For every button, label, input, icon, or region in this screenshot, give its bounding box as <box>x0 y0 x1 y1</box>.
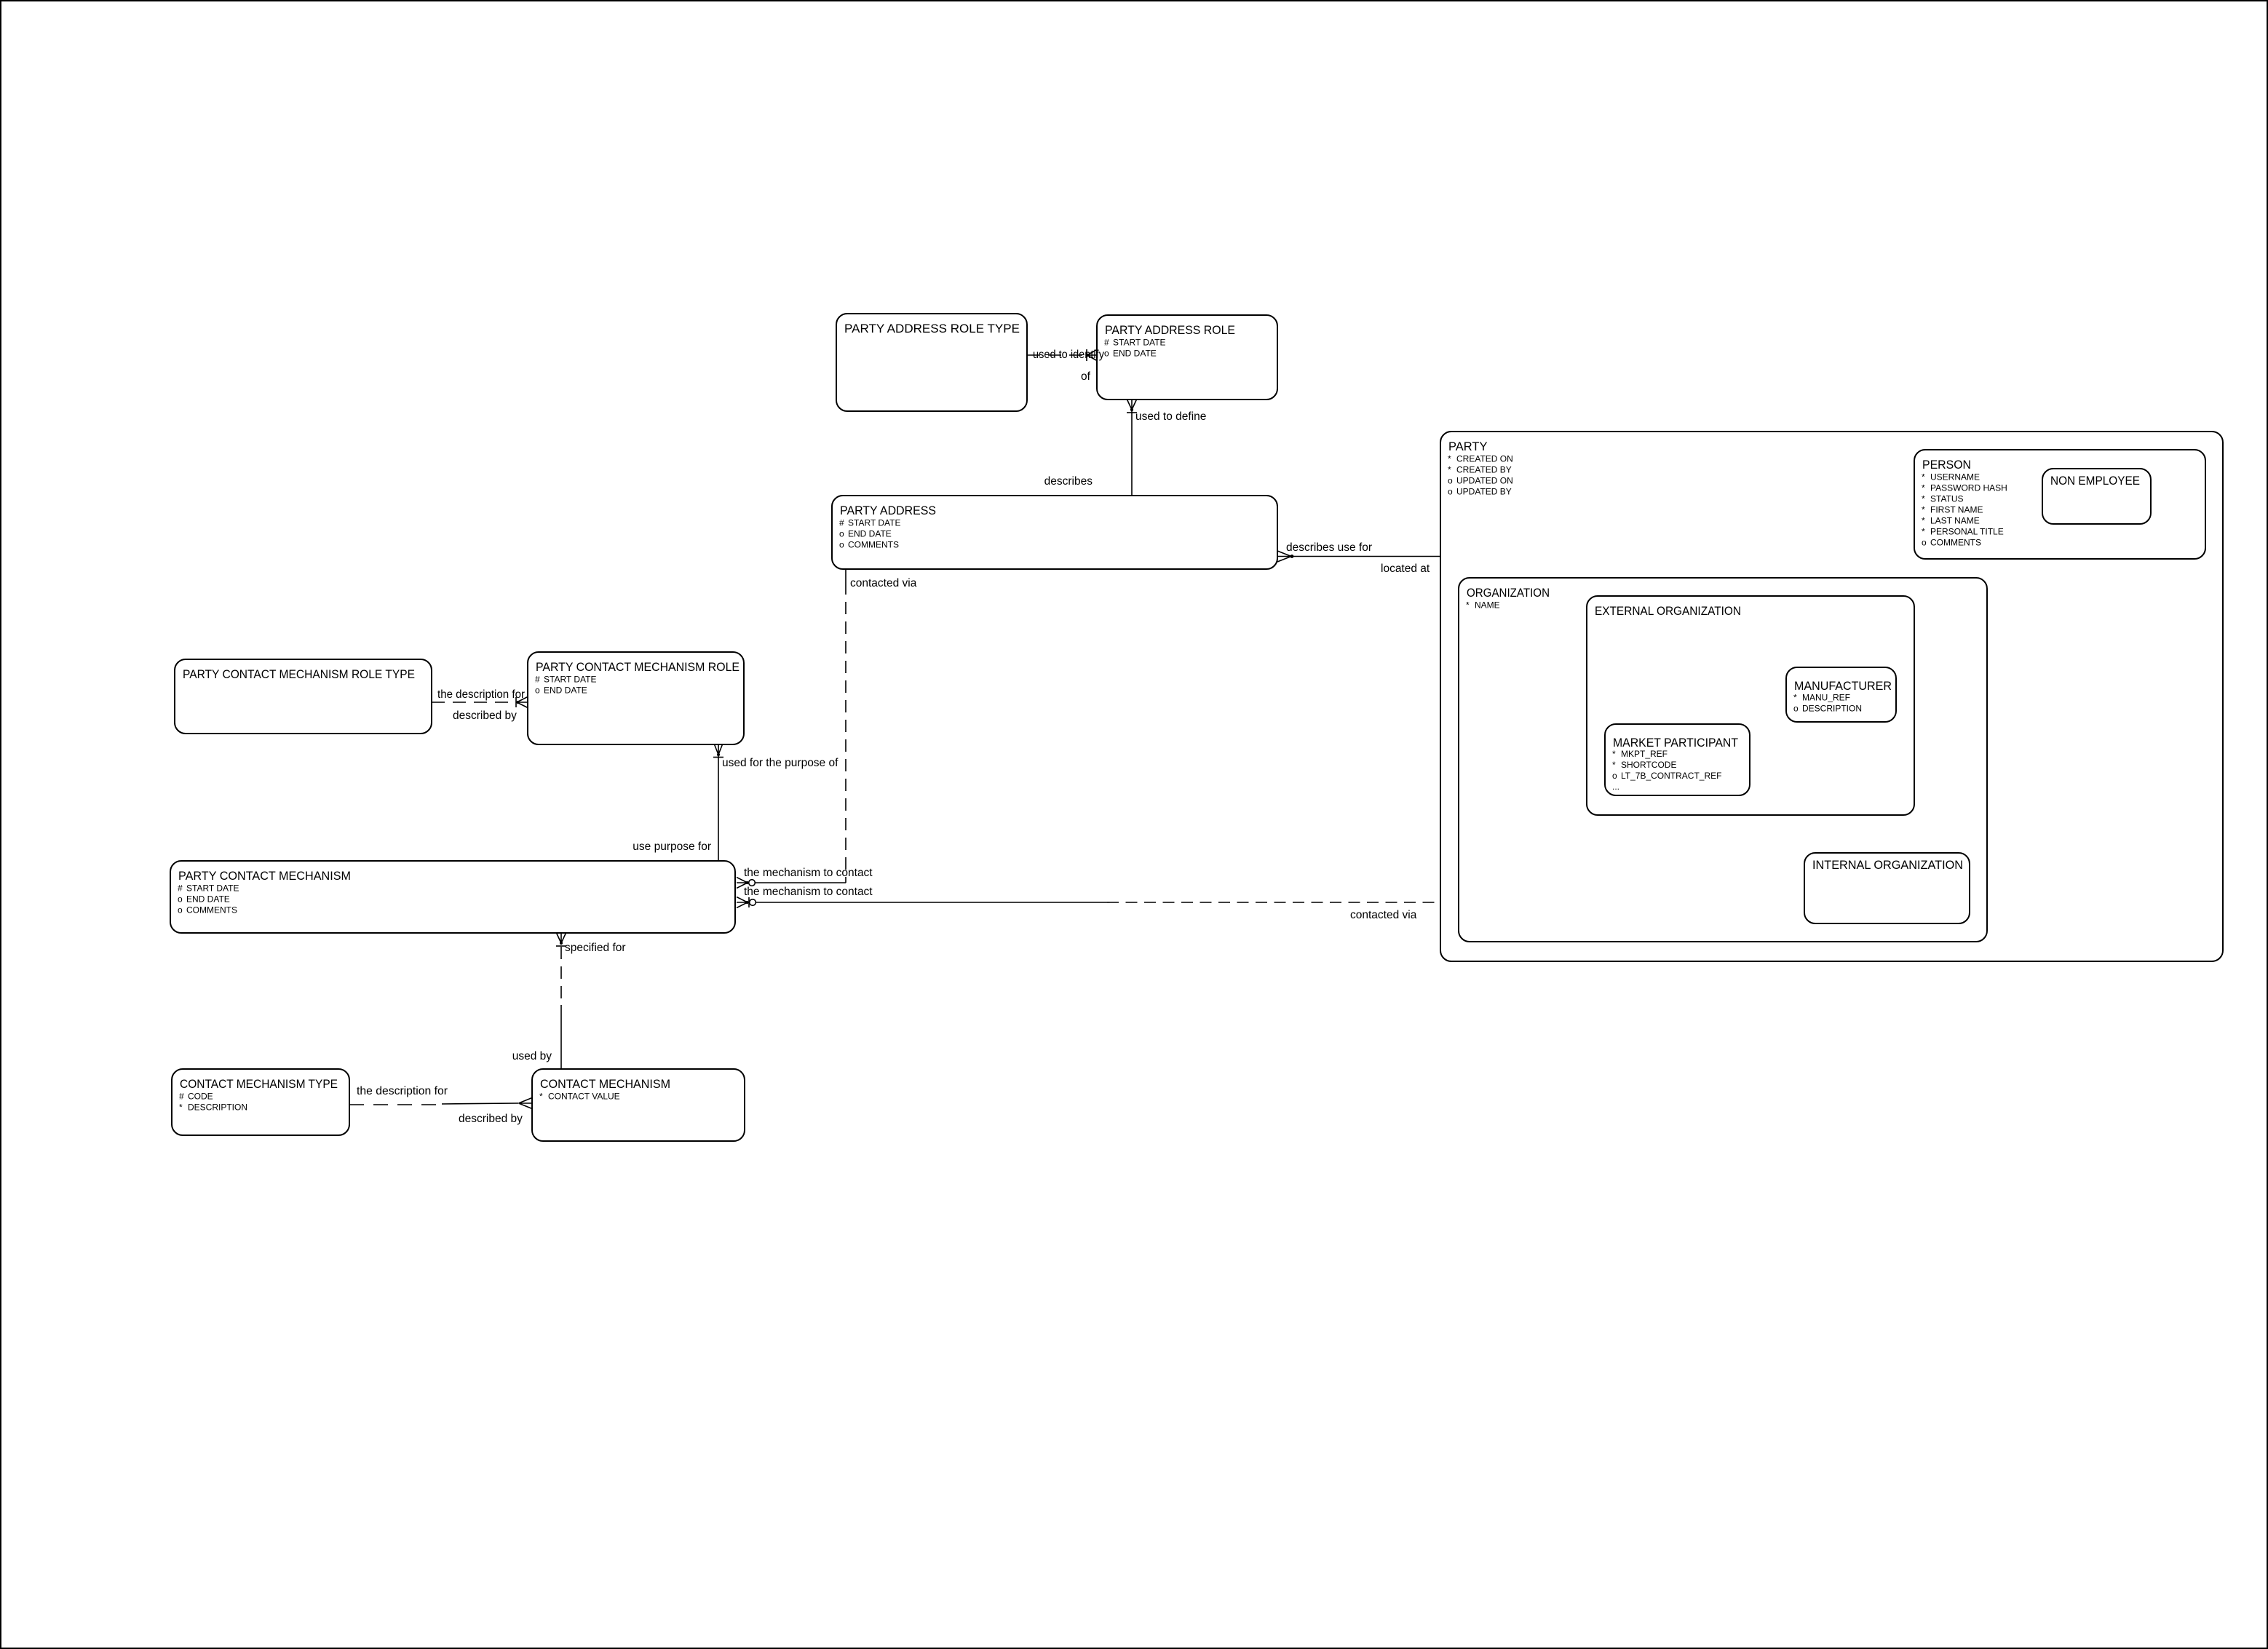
svg-text:STATUS: STATUS <box>1930 494 1964 504</box>
svg-text:END DATE: END DATE <box>186 894 230 905</box>
svg-text:o: o <box>1104 349 1109 359</box>
svg-text:described by: described by <box>459 1113 523 1125</box>
svg-text:ORGANIZATION: ORGANIZATION <box>1467 587 1550 600</box>
svg-text:o: o <box>178 894 183 905</box>
svg-text:START DATE: START DATE <box>544 675 596 685</box>
svg-text:o: o <box>1922 538 1927 548</box>
svg-text:NON EMPLOYEE: NON EMPLOYEE <box>2050 474 2140 488</box>
svg-text:*: * <box>1922 483 1925 493</box>
svg-text:*: * <box>1793 693 1797 703</box>
svg-text:COMMENTS: COMMENTS <box>848 540 899 550</box>
svg-text:DESCRIPTION: DESCRIPTION <box>188 1102 247 1113</box>
svg-text:NAME: NAME <box>1475 600 1500 611</box>
svg-text:START DATE: START DATE <box>848 518 900 528</box>
svg-text:use purpose for: use purpose for <box>633 841 711 853</box>
svg-text:UPDATED ON: UPDATED ON <box>1456 476 1513 486</box>
svg-text:CONTACT VALUE: CONTACT VALUE <box>548 1092 620 1102</box>
svg-text:o: o <box>839 540 844 550</box>
svg-text:END DATE: END DATE <box>1113 349 1157 359</box>
svg-text:describes: describes <box>1044 475 1093 488</box>
svg-text:PARTY CONTACT MECHANISM: PARTY CONTACT MECHANISM <box>178 870 351 883</box>
svg-text:used by: used by <box>512 1050 552 1062</box>
svg-text:...: ... <box>1612 782 1619 792</box>
svg-text:the description for: the description for <box>437 688 525 701</box>
svg-text:contacted via: contacted via <box>1350 909 1417 921</box>
svg-text:INTERNAL ORGANIZATION: INTERNAL ORGANIZATION <box>1812 859 1963 872</box>
svg-text:MANU_REF: MANU_REF <box>1802 693 1850 703</box>
svg-text:*: * <box>1612 760 1616 770</box>
svg-text:used to define: used to define <box>1135 410 1206 423</box>
svg-text:LT_7B_CONTRACT_REF: LT_7B_CONTRACT_REF <box>1621 771 1721 781</box>
svg-text:PERSONAL TITLE: PERSONAL TITLE <box>1930 527 2004 537</box>
svg-text:*: * <box>1922 494 1925 504</box>
svg-text:*: * <box>1466 600 1470 611</box>
svg-text:specified for: specified for <box>565 942 626 954</box>
svg-text:#: # <box>178 883 183 894</box>
svg-text:o: o <box>178 905 183 915</box>
svg-text:START DATE: START DATE <box>186 883 239 894</box>
svg-text:*: * <box>179 1102 183 1113</box>
svg-text:described by: described by <box>453 710 517 722</box>
svg-text:*: * <box>1922 516 1925 526</box>
svg-text:o: o <box>839 529 844 539</box>
svg-text:#: # <box>1104 338 1109 348</box>
svg-text:PARTY ADDRESS ROLE TYPE: PARTY ADDRESS ROLE TYPE <box>844 322 1020 335</box>
svg-text:of: of <box>1081 370 1091 383</box>
svg-text:#: # <box>535 675 540 685</box>
svg-text:o: o <box>1612 771 1617 781</box>
svg-text:END DATE: END DATE <box>848 529 892 539</box>
svg-text:PASSWORD HASH: PASSWORD HASH <box>1930 483 2007 493</box>
svg-text:#: # <box>179 1092 184 1102</box>
svg-text:END DATE: END DATE <box>544 686 587 696</box>
svg-text:located at: located at <box>1381 563 1430 575</box>
svg-text:CREATED BY: CREATED BY <box>1456 465 1512 475</box>
svg-text:CREATED ON: CREATED ON <box>1456 454 1513 464</box>
svg-text:*: * <box>1922 472 1925 482</box>
svg-text:the description for: the description for <box>357 1085 448 1097</box>
svg-text:CONTACT MECHANISM TYPE: CONTACT MECHANISM TYPE <box>180 1078 338 1091</box>
svg-text:USERNAME: USERNAME <box>1930 472 1980 482</box>
svg-text:*: * <box>1612 749 1616 759</box>
svg-text:*: * <box>1922 527 1925 537</box>
svg-text:MARKET PARTICIPANT: MARKET PARTICIPANT <box>1613 736 1738 750</box>
svg-text:MANUFACTURER: MANUFACTURER <box>1794 680 1892 693</box>
svg-text:o: o <box>1448 476 1453 486</box>
svg-text:PARTY ADDRESS ROLE: PARTY ADDRESS ROLE <box>1105 324 1235 337</box>
svg-text:used to identify: used to identify <box>1033 349 1104 361</box>
svg-text:COMMENTS: COMMENTS <box>1930 538 1981 548</box>
svg-text:*: * <box>1448 454 1451 464</box>
svg-text:*: * <box>1448 465 1451 475</box>
svg-text:o: o <box>535 686 540 696</box>
svg-text:*: * <box>539 1092 543 1102</box>
svg-text:PARTY CONTACT MECHANISM ROLE T: PARTY CONTACT MECHANISM ROLE TYPE <box>183 668 415 681</box>
svg-text:CODE: CODE <box>188 1092 213 1102</box>
svg-text:COMMENTS: COMMENTS <box>186 905 237 915</box>
svg-text:describes use for: describes use for <box>1286 541 1372 554</box>
svg-text:PERSON: PERSON <box>1922 458 1971 472</box>
svg-text:DESCRIPTION: DESCRIPTION <box>1802 704 1862 714</box>
svg-text:PARTY ADDRESS: PARTY ADDRESS <box>840 504 936 517</box>
svg-text:contacted via: contacted via <box>850 577 917 589</box>
svg-text:#: # <box>839 518 844 528</box>
svg-text:UPDATED BY: UPDATED BY <box>1456 487 1512 497</box>
svg-text:EXTERNAL ORGANIZATION: EXTERNAL ORGANIZATION <box>1595 605 1741 618</box>
svg-text:*: * <box>1922 505 1925 515</box>
svg-text:SHORTCODE: SHORTCODE <box>1621 760 1676 770</box>
svg-text:the mechanism to contact: the mechanism to contact <box>744 867 873 879</box>
svg-text:FIRST NAME: FIRST NAME <box>1930 505 1983 515</box>
svg-text:PARTY: PARTY <box>1448 440 1488 453</box>
svg-text:PARTY CONTACT MECHANISM ROLE: PARTY CONTACT MECHANISM ROLE <box>536 661 740 674</box>
svg-text:o: o <box>1793 704 1799 714</box>
svg-text:START DATE: START DATE <box>1113 338 1165 348</box>
svg-text:o: o <box>1448 487 1453 497</box>
svg-text:used for the purpose of: used for the purpose of <box>722 757 838 769</box>
svg-text:the mechanism to contact: the mechanism to contact <box>744 886 873 898</box>
svg-text:LAST NAME: LAST NAME <box>1930 516 1980 526</box>
svg-text:CONTACT MECHANISM: CONTACT MECHANISM <box>540 1078 670 1091</box>
svg-text:MKPT_REF: MKPT_REF <box>1621 749 1668 759</box>
